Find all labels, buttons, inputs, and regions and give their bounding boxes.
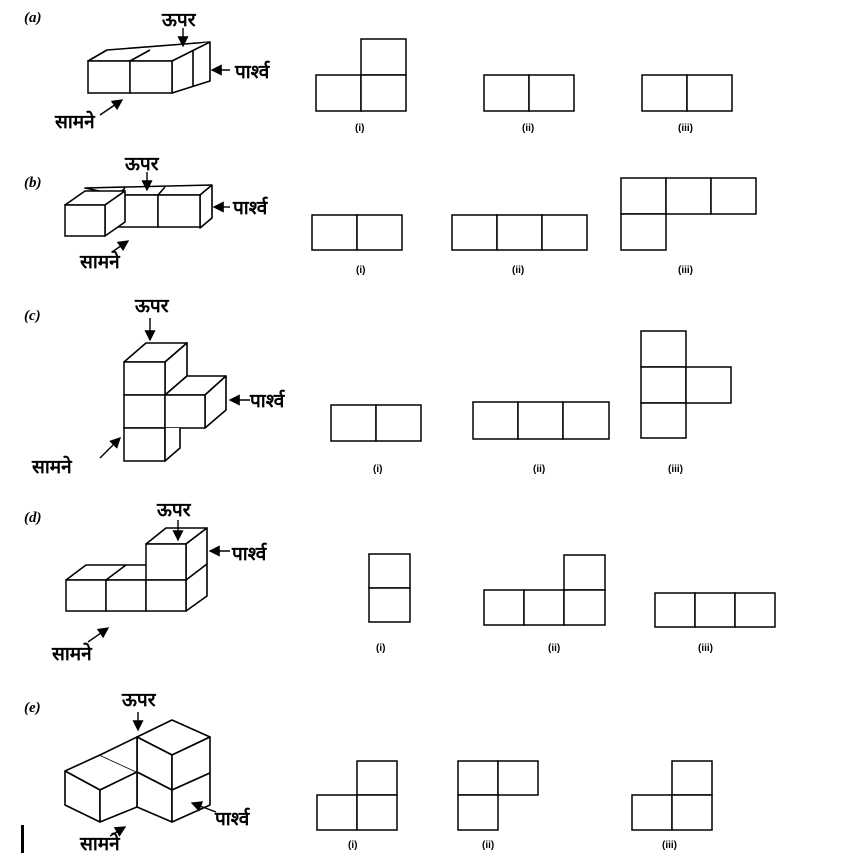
side-label: पार्श्व bbox=[214, 807, 251, 830]
problem-label: (b) bbox=[24, 175, 42, 191]
view-label: (iii) bbox=[698, 643, 713, 654]
view-label: (iii) bbox=[678, 265, 693, 276]
front-label: सामने bbox=[31, 455, 73, 478]
view-iii bbox=[631, 760, 713, 831]
top-label: ऊपर bbox=[124, 153, 160, 175]
problem-label: (d) bbox=[24, 510, 42, 526]
view-i bbox=[316, 760, 398, 831]
problem-d: (d) ऊपर पार्श्व सामने bbox=[24, 499, 776, 665]
problem-label: (a) bbox=[24, 10, 42, 26]
front-label: सामने bbox=[79, 832, 121, 854]
view-iii bbox=[620, 177, 757, 251]
view-label: (ii) bbox=[548, 643, 560, 654]
front-arrow bbox=[87, 627, 110, 643]
view-label: (i) bbox=[356, 265, 365, 276]
view-label: (i) bbox=[348, 840, 357, 851]
solid-figure bbox=[123, 342, 227, 462]
view-i bbox=[368, 553, 411, 623]
view-label: (i) bbox=[376, 643, 385, 654]
problem-c: (c) ऊपर पार्श्व सामने bbox=[24, 295, 732, 478]
view-iii bbox=[641, 74, 733, 112]
top-label: ऊपर bbox=[121, 689, 157, 711]
view-label: (i) bbox=[373, 464, 382, 475]
solid-figure bbox=[64, 184, 213, 237]
side-label: पार्श्व bbox=[234, 60, 271, 83]
side-label: पार्श्व bbox=[232, 196, 269, 219]
view-ii bbox=[472, 401, 610, 440]
view-i bbox=[330, 404, 422, 442]
problem-label: (c) bbox=[24, 308, 41, 324]
problem-a: (a) ऊपर पार्श्व सामने (i) ( bbox=[24, 9, 733, 134]
view-label: (iii) bbox=[662, 840, 677, 851]
view-ii bbox=[483, 554, 606, 626]
view-i bbox=[315, 38, 407, 112]
problem-b: (b) ऊपर पार्श्व सामने bbox=[24, 153, 757, 276]
view-label: (ii) bbox=[482, 840, 494, 851]
view-label: (iii) bbox=[678, 123, 693, 134]
solid-figure bbox=[87, 41, 211, 94]
view-i bbox=[311, 214, 403, 251]
front-label: सामने bbox=[54, 110, 96, 133]
view-iii bbox=[654, 592, 776, 628]
solid-figure bbox=[65, 527, 208, 612]
front-arrow bbox=[99, 437, 121, 459]
front-arrow bbox=[111, 240, 130, 253]
view-label: (ii) bbox=[522, 123, 534, 134]
top-label: ऊपर bbox=[161, 9, 197, 31]
top-label: ऊपर bbox=[156, 499, 192, 521]
view-label: (ii) bbox=[533, 464, 545, 475]
side-label: पार्श्व bbox=[231, 542, 268, 565]
view-label: (iii) bbox=[668, 464, 683, 475]
side-label: पार्श्व bbox=[249, 389, 286, 412]
view-iii bbox=[640, 330, 732, 439]
top-label: ऊपर bbox=[134, 295, 170, 317]
front-label: सामने bbox=[79, 250, 121, 273]
side-arrow bbox=[190, 801, 217, 813]
solid-figure bbox=[64, 719, 211, 823]
margin-bar bbox=[21, 825, 24, 853]
view-ii bbox=[457, 760, 539, 831]
front-arrow bbox=[109, 826, 127, 837]
front-label: सामने bbox=[51, 642, 93, 665]
view-label: (ii) bbox=[512, 265, 524, 276]
problem-label: (e) bbox=[24, 700, 41, 716]
view-ii bbox=[483, 74, 575, 112]
problem-e: (e) ऊपर पार्श्व सामने bbox=[21, 689, 713, 854]
view-label: (i) bbox=[355, 123, 364, 134]
front-arrow bbox=[99, 99, 124, 116]
view-ii bbox=[451, 214, 588, 251]
